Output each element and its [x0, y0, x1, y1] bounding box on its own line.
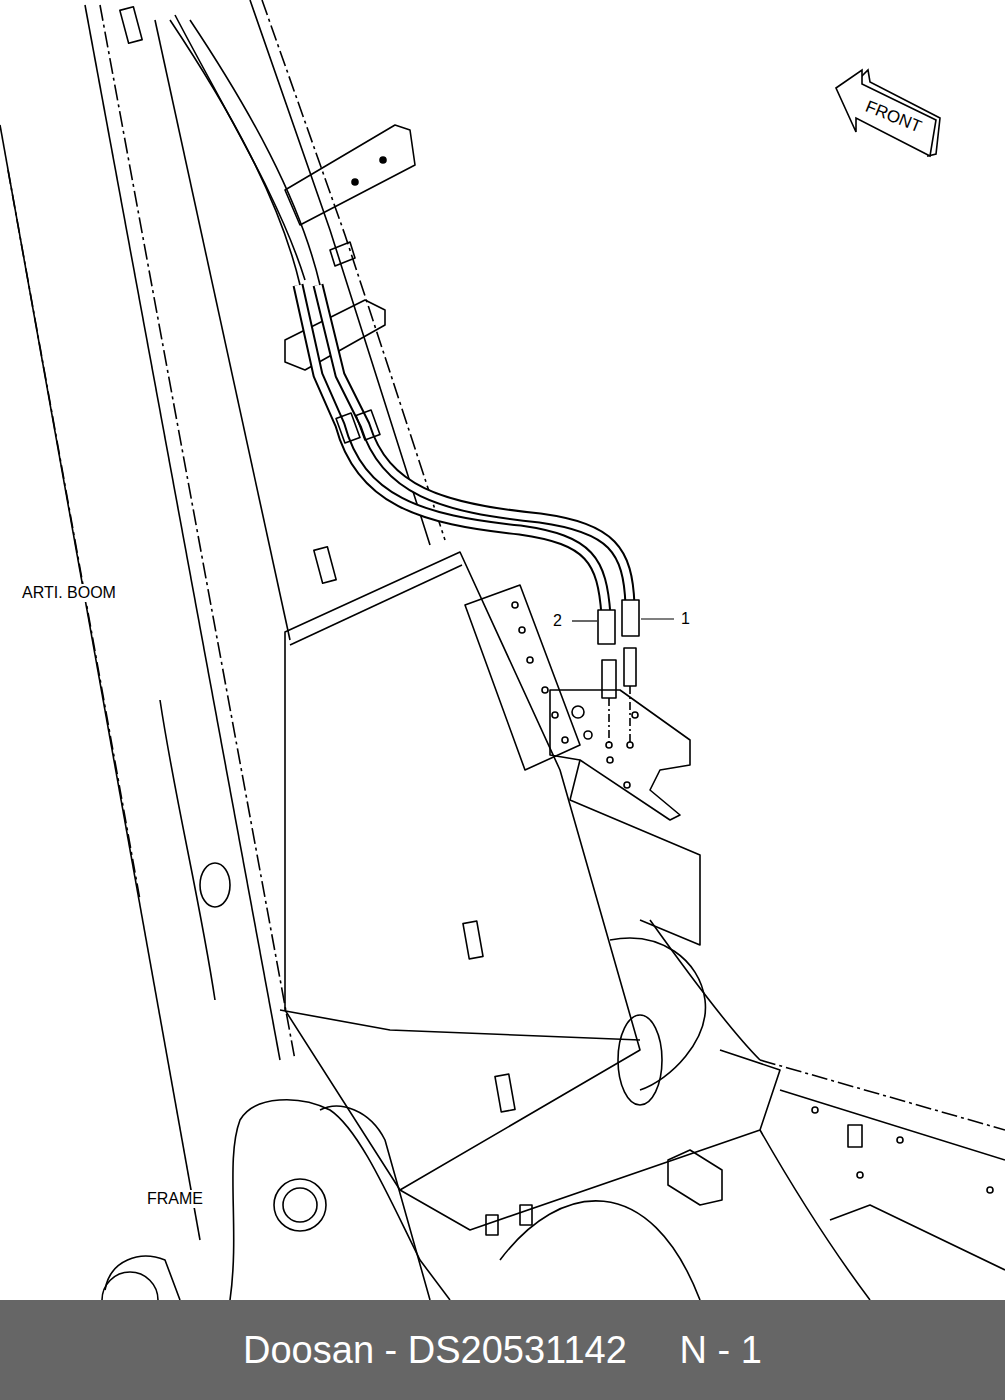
direction-arrow: FRONT — [832, 66, 948, 158]
boss — [200, 863, 230, 907]
hole — [897, 1137, 903, 1143]
adapter — [624, 648, 636, 686]
fitting — [622, 600, 639, 636]
pad — [120, 7, 142, 43]
pin-boss — [610, 938, 705, 1090]
frame-edge — [760, 1130, 870, 1300]
direction-label: FRONT — [862, 97, 924, 137]
hose-line — [170, 20, 300, 285]
pin — [618, 1015, 662, 1105]
excavator-boom-illustration — [0, 0, 1005, 1300]
part-name: FRAME — [145, 1190, 205, 1208]
boom-edge — [100, 5, 295, 1060]
hole — [627, 742, 633, 748]
hole — [572, 706, 584, 718]
adapter — [602, 660, 616, 698]
leader-line — [572, 620, 597, 621]
hose — [298, 285, 606, 615]
block — [848, 1125, 862, 1147]
boom-edge — [0, 125, 200, 1240]
part-name: ARTI. BOOM — [20, 584, 118, 602]
hole — [542, 687, 548, 693]
frame — [105, 1256, 180, 1300]
frame-pin-hole — [283, 1188, 317, 1222]
arrow-face — [836, 70, 936, 156]
frame-pin-hole — [274, 1179, 326, 1231]
bolt-hole — [380, 157, 386, 163]
frame-edge — [830, 1205, 1005, 1270]
hose — [318, 285, 630, 605]
block — [486, 1215, 498, 1235]
guard-edge — [290, 565, 462, 645]
hole — [606, 742, 612, 748]
bolt-hole — [352, 179, 358, 185]
hole — [632, 712, 638, 718]
block — [668, 1150, 722, 1205]
hole — [987, 1187, 993, 1193]
pad — [495, 1074, 515, 1112]
hole — [857, 1172, 863, 1178]
hole — [584, 731, 592, 739]
guard-edge — [280, 1010, 640, 1040]
hose — [298, 285, 606, 615]
hose — [318, 285, 630, 605]
side-plate — [465, 585, 580, 770]
hole — [512, 602, 518, 608]
hole — [624, 782, 630, 788]
block — [520, 1205, 532, 1225]
hole — [552, 712, 558, 718]
cylinder-guard — [285, 552, 640, 1190]
boom-edge — [155, 20, 290, 640]
callout-number: 1 — [679, 610, 692, 628]
boom-edge — [160, 700, 215, 1000]
leader-line — [641, 618, 674, 619]
fitting — [598, 610, 615, 644]
bracket — [285, 125, 415, 225]
boom-edge — [85, 5, 280, 1060]
hole — [519, 627, 525, 633]
callout-number: 2 — [551, 612, 564, 630]
frame-edge — [780, 1090, 1005, 1160]
center-line — [608, 698, 610, 745]
center-line — [629, 686, 631, 745]
clip — [330, 242, 355, 266]
frame — [320, 1106, 430, 1300]
frame-edge — [650, 920, 760, 1060]
part-number-caption: Doosan - DS20531142 N - 1 — [243, 1331, 762, 1369]
frame-cutout — [500, 1201, 700, 1300]
hose-line — [190, 20, 320, 285]
frame — [400, 1050, 780, 1230]
hole — [527, 657, 533, 663]
boom-edge — [250, 0, 430, 545]
bracket — [570, 760, 700, 945]
pad — [463, 921, 483, 959]
fitting — [356, 410, 380, 440]
boom-edge — [8, 170, 140, 900]
hole — [607, 757, 613, 763]
hole — [562, 737, 568, 743]
pad — [314, 547, 336, 583]
boom-edge — [175, 15, 305, 280]
hole — [812, 1107, 818, 1113]
